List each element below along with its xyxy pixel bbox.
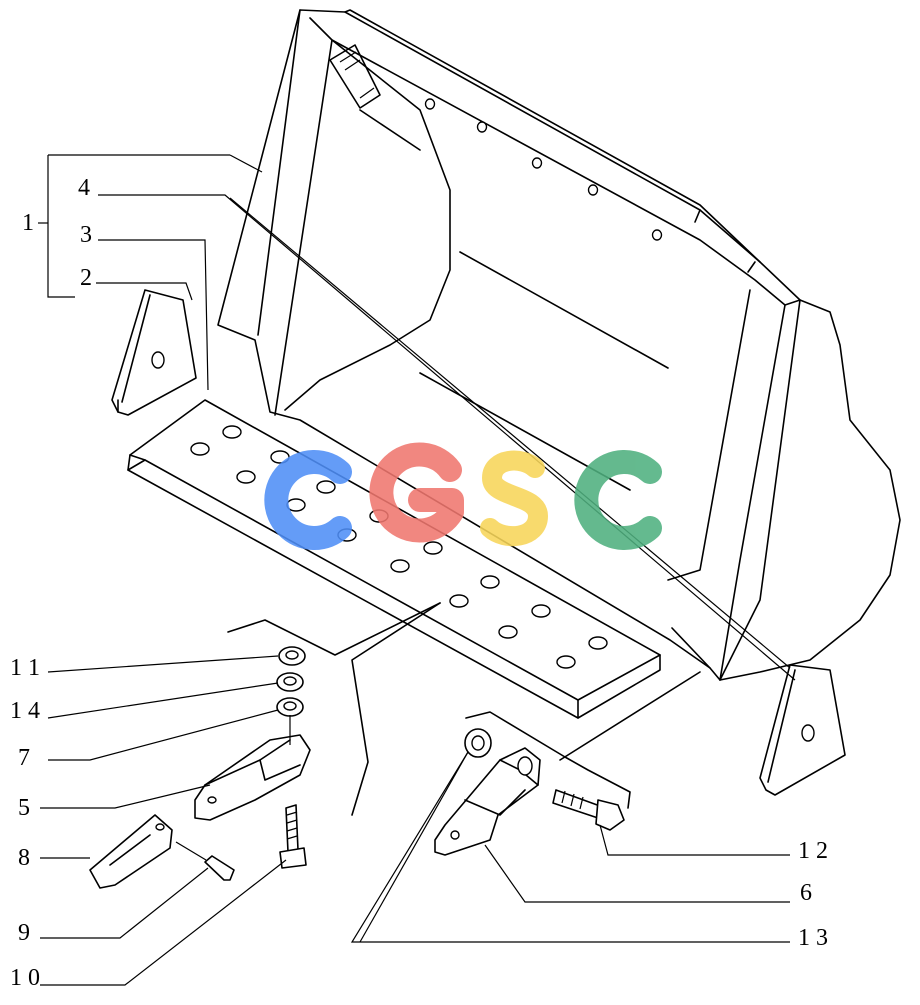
- callout-14: 1 4: [10, 698, 40, 724]
- callout-11: 1 1: [10, 655, 40, 681]
- tooth-adapter-left: [89, 646, 311, 889]
- callout-2: 2: [80, 265, 92, 291]
- watermark-logo: [264, 442, 662, 550]
- callout-labels: 1 2 3 4 5 6 7 8 9 1 0 1 1 1 2 1 3 1 4: [10, 175, 828, 991]
- callout-10: 1 0: [10, 965, 40, 991]
- callout-12: 1 2: [798, 838, 828, 864]
- callout-13: 1 3: [798, 925, 828, 951]
- side-plate-right: [759, 664, 846, 796]
- callout-3: 3: [80, 222, 92, 248]
- callout-9: 9: [18, 920, 30, 946]
- side-plate-left: [111, 289, 197, 416]
- tooth-adapter-right: [434, 728, 625, 856]
- callout-1: 1: [22, 210, 34, 236]
- callout-7: 7: [18, 745, 30, 771]
- callout-5: 5: [18, 795, 30, 821]
- callout-8: 8: [18, 845, 30, 871]
- cutting-edge: [127, 399, 661, 719]
- callout-4: 4: [78, 175, 90, 201]
- callout-6: 6: [800, 880, 812, 906]
- leader-lines: [38, 154, 796, 986]
